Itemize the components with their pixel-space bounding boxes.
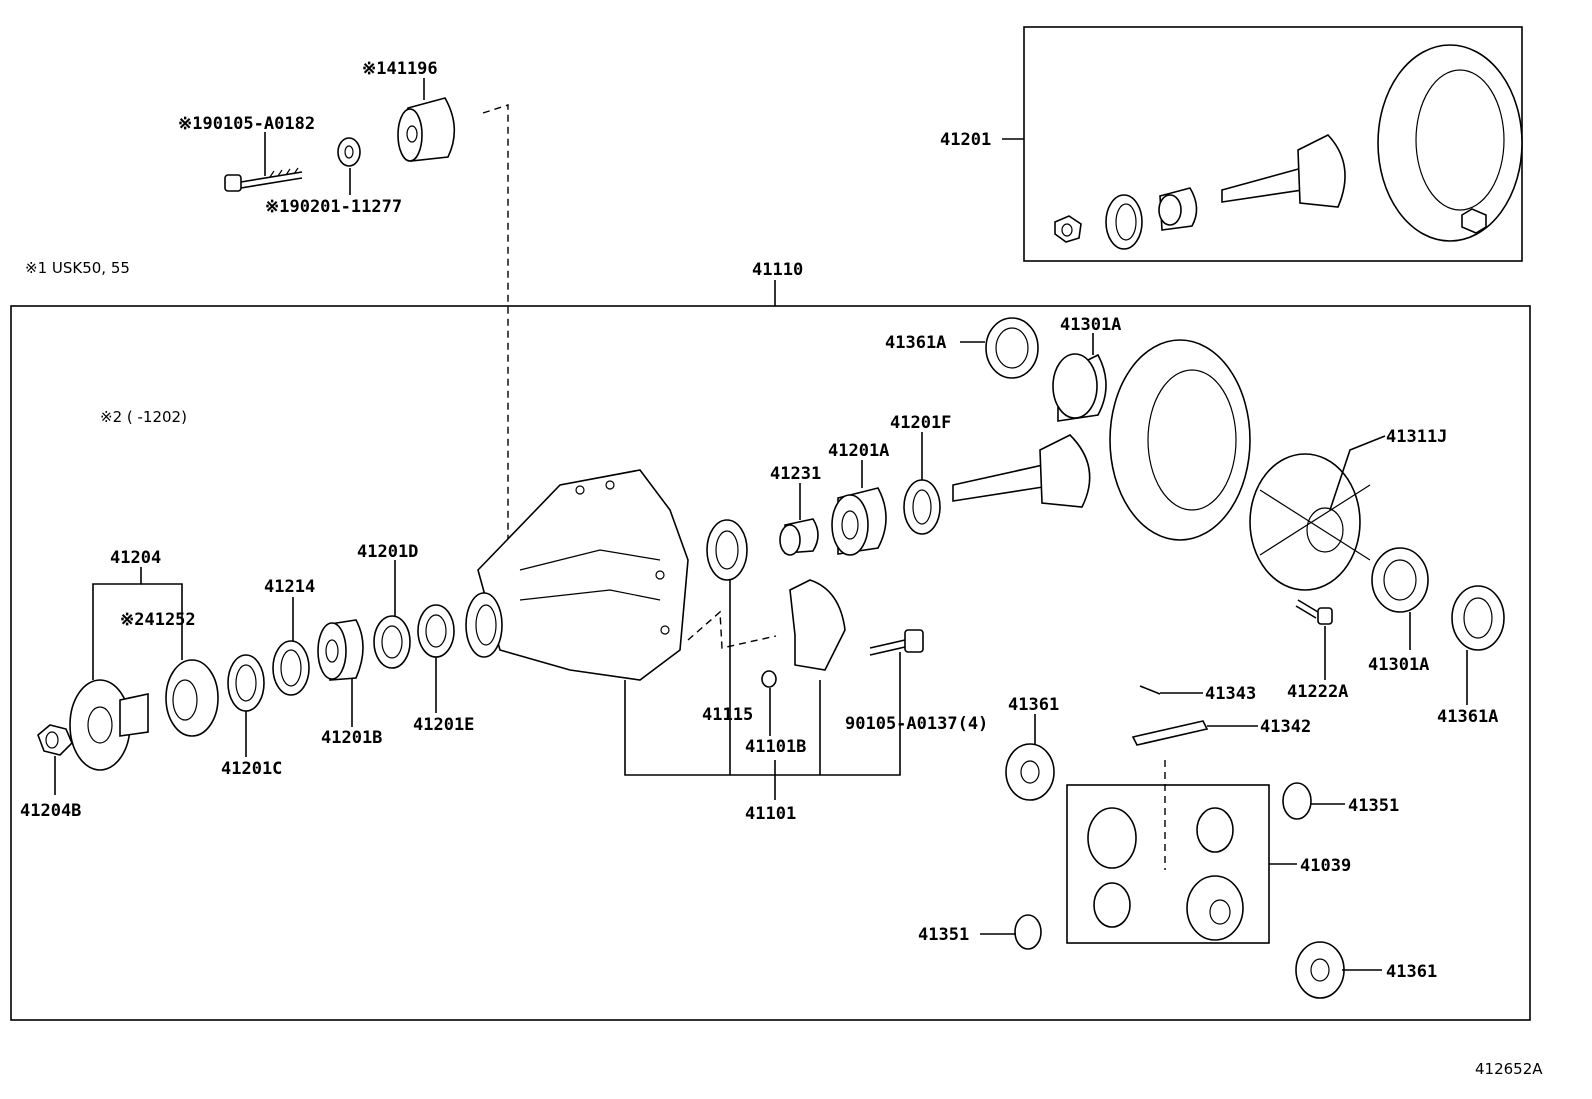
ring-pinion-kit-parts [1054,44,1523,250]
label-41201B: 41201B [321,728,382,748]
leader-lines [54,78,1468,971]
label-41343: 41343 [1205,684,1256,704]
label-41201A: 41201A [828,441,889,461]
label-41196: ※141196 [362,59,438,79]
label-41231: 41231 [770,464,821,484]
cap-41101 [789,579,846,671]
dashed-leader-cap [687,610,777,649]
bearing-41301A-right [1371,547,1429,613]
label-41201D: 41201D [357,542,418,562]
label-190105: ※190105-A0182 [178,114,315,134]
damper-41196 [397,97,456,162]
race-41201D [373,615,411,669]
shaft-41342 [1131,720,1209,746]
label-41342: 41342 [1260,717,1311,737]
label-41311J: 41311J [1386,427,1447,447]
label-41222A: 41222A [1287,682,1348,702]
washer-41361-mid [1005,743,1055,801]
label-41201E: 41201E [413,715,474,735]
label-41361A-bot: 41361A [1437,707,1498,727]
pin-41343 [1139,685,1161,695]
label-190201: ※190201-11277 [265,197,402,217]
label-41301A-bot: 41301A [1368,655,1429,675]
bearing-41201B [317,619,364,681]
washer-190201 [337,137,361,167]
label-41351-right: 41351 [1348,796,1399,816]
washer-41361A-right [1451,585,1505,651]
label-90105: 90105-A0137(4) [845,714,988,734]
pin-41101B [761,670,777,688]
nut-41204B [37,724,73,756]
pinion-gear-b [1093,882,1131,928]
carrier-housing-41110 [465,469,689,681]
label-41361A-top: 41361A [885,333,946,353]
label-41201: 41201 [940,130,991,150]
flange-41204 [69,679,149,771]
race-41201E [417,604,455,658]
label-41252: ※241252 [120,610,196,630]
label-41110: 41110 [752,260,803,280]
label-41204: 41204 [110,548,161,568]
oil-seal-41252 [165,659,219,737]
spacer-41231 [779,518,819,556]
side-gear-a [1087,807,1137,869]
main-assembly-frame [10,305,1531,1021]
label-41301A-top: 41301A [1060,315,1121,335]
label-41351-left: 41351 [918,925,969,945]
diff-case-41311J [1249,453,1371,591]
shim-41201F [903,479,941,535]
ring-gear [1109,339,1251,541]
race-41115 [706,519,748,581]
side-gear-b [1186,875,1244,941]
dashed-leader-damper [482,104,509,590]
bearing-41301A-top [1052,353,1107,422]
label-41204B: 41204B [20,801,81,821]
pinion-gear-a [1196,807,1234,853]
bearing-41201A [831,487,887,556]
note-1: ※1 USK50, 55 [25,259,130,277]
bolt-190105 [224,167,303,192]
label-41201F: 41201F [890,413,951,433]
washer-41351-right [1282,782,1312,820]
drive-pinion [952,434,1091,508]
label-41039: 41039 [1300,856,1351,876]
washer-41351-left [1014,914,1042,950]
bearing-41201C [227,654,265,712]
label-41115: 41115 [702,705,753,725]
label-41201C: 41201C [221,759,282,779]
note-2: ※2 ( -1202) [100,408,187,426]
label-41361-bot: 41361 [1386,962,1437,982]
label-41361-mid: 41361 [1008,695,1059,715]
diagram-code: 412652A [1475,1060,1543,1078]
bolt-41222A [1295,599,1333,625]
label-41214: 41214 [264,577,315,597]
washer-41361-bot [1295,941,1345,999]
label-41101B: 41101B [745,737,806,757]
bolt-90105 [869,629,924,656]
washer-41361A-top [985,317,1039,379]
spacer-41214 [272,640,310,696]
label-41101: 41101 [745,804,796,824]
